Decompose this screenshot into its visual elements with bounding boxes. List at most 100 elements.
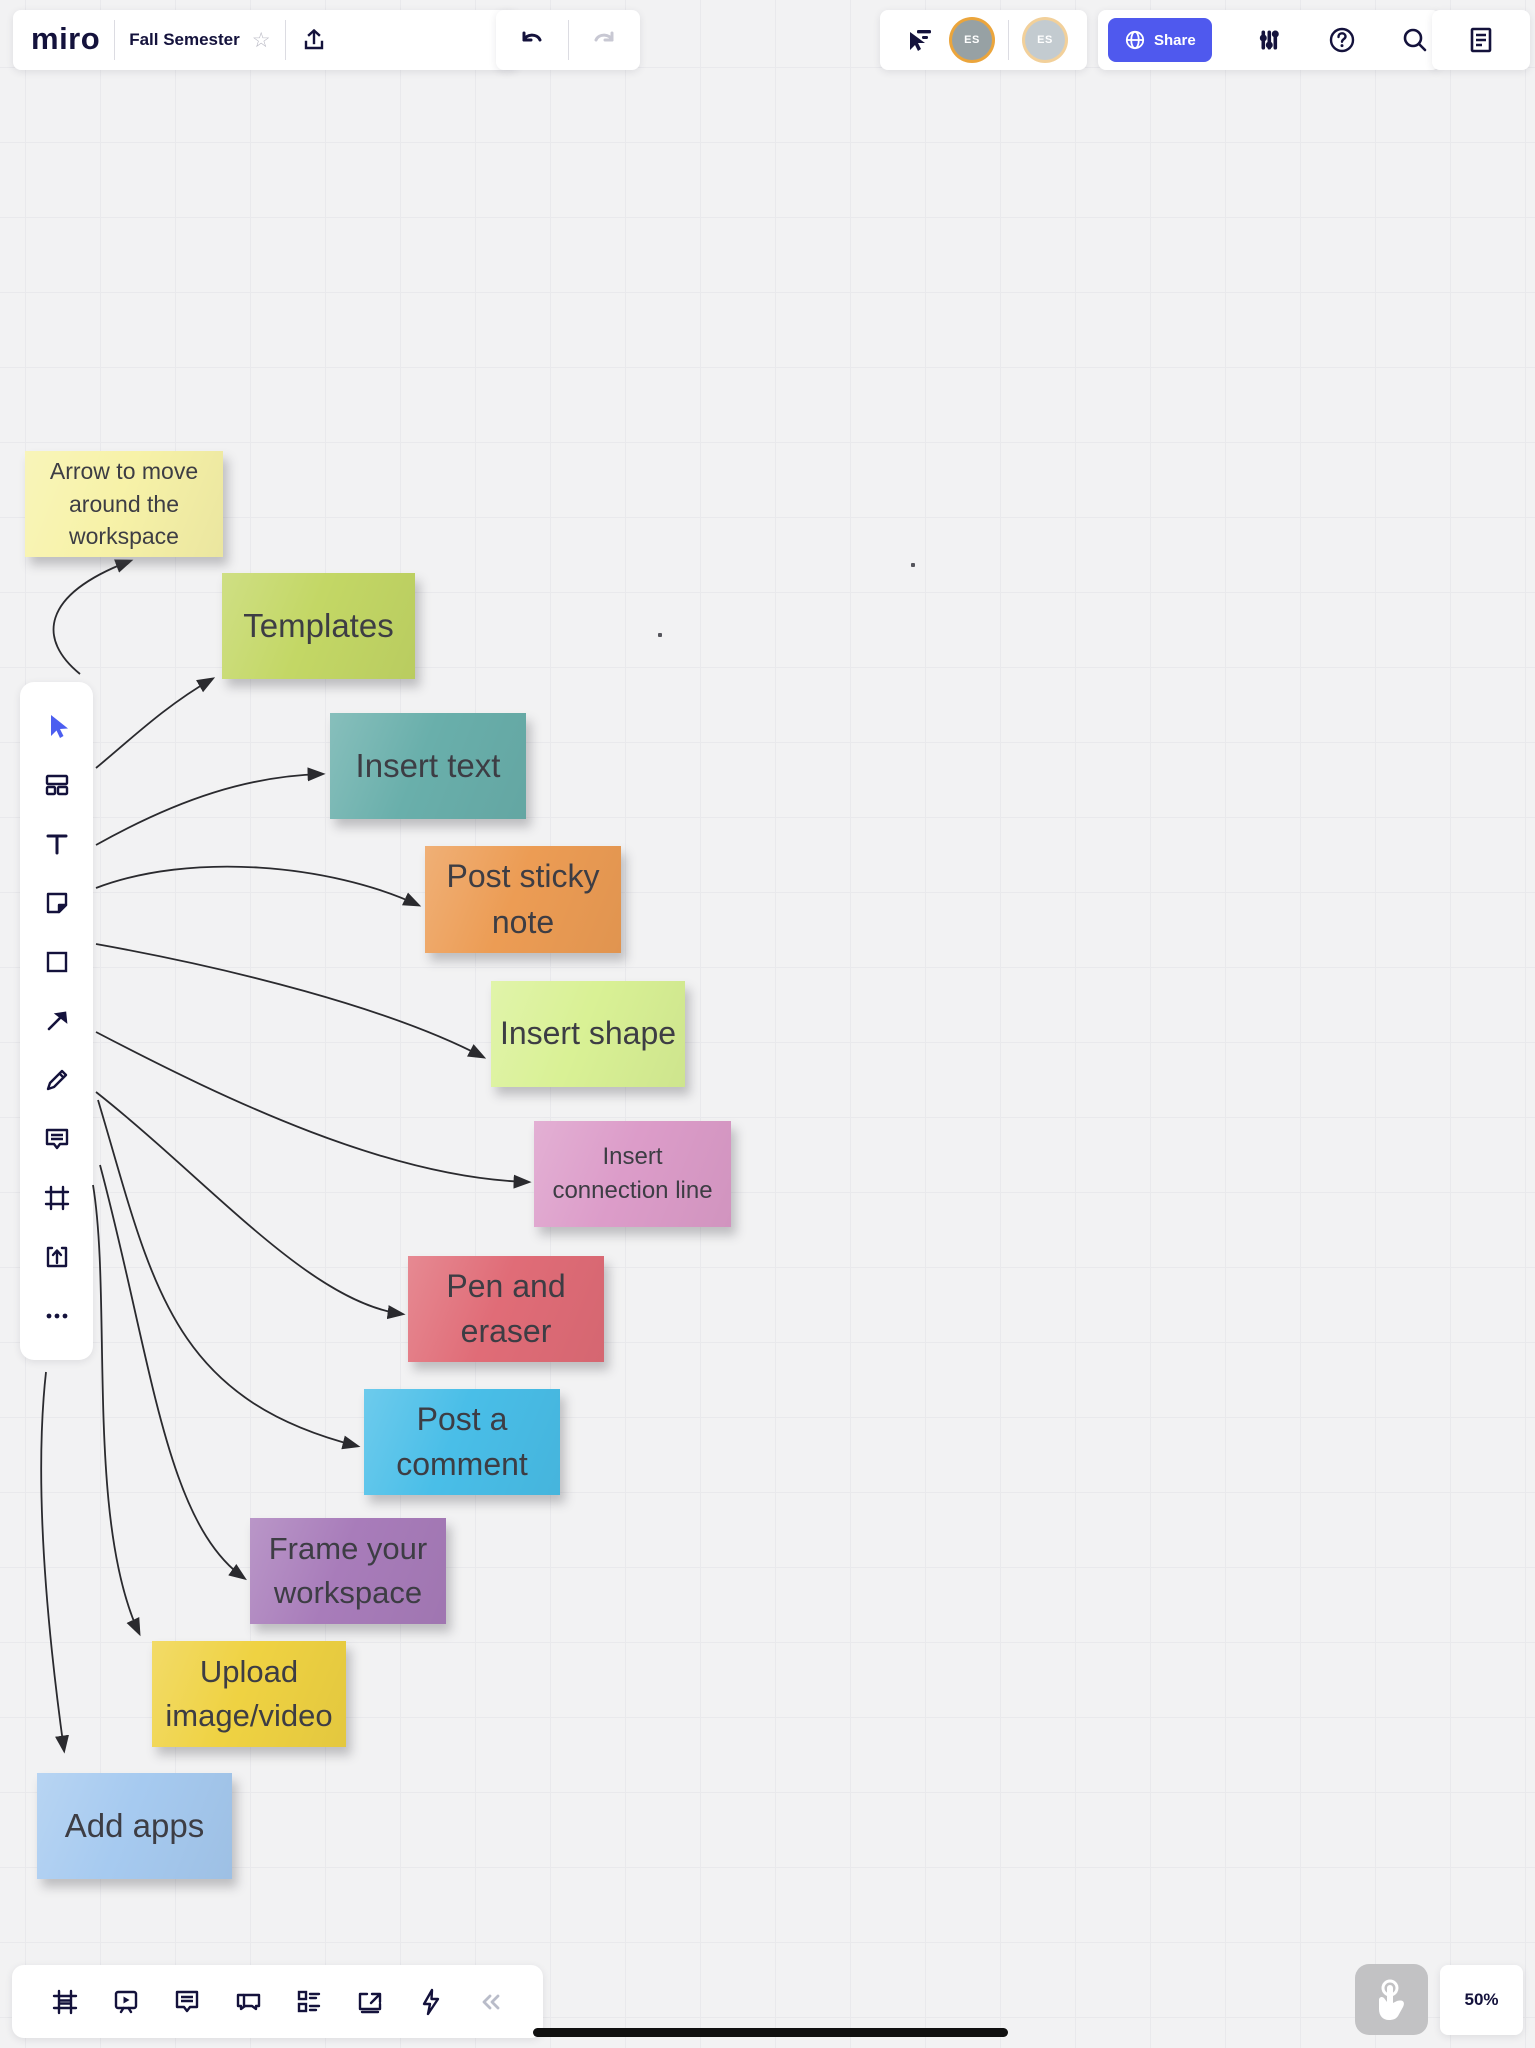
- connector-arrow-to-templates[interactable]: [95, 677, 216, 769]
- apps-power-button[interactable]: [415, 1986, 447, 2018]
- settings-button[interactable]: [1254, 25, 1284, 55]
- frame-icon: [42, 1183, 72, 1213]
- comment-list-icon: [171, 1986, 203, 2018]
- frame-tool[interactable]: [34, 1175, 80, 1221]
- horizontal-scrollbar[interactable]: [533, 2028, 1008, 2037]
- presentation-button[interactable]: [110, 1986, 142, 2018]
- collapse-toolbar-button[interactable]: [476, 1987, 506, 2017]
- search-icon: [1400, 25, 1430, 55]
- sticky-note-text: Templates: [243, 606, 394, 644]
- upload-tool[interactable]: [34, 1234, 80, 1280]
- sticky-note-tool[interactable]: [34, 880, 80, 926]
- canvas-speck: [658, 633, 662, 637]
- notes-doc-button[interactable]: [1466, 25, 1496, 55]
- connector-arrow-to-upload-image-video[interactable]: [92, 1184, 141, 1637]
- globe-icon: [1124, 29, 1146, 51]
- search-button[interactable]: [1400, 25, 1430, 55]
- sticky-note-insert-shape[interactable]: Insert shape: [491, 981, 685, 1087]
- sticky-note-post-sticky-note[interactable]: Post sticky note: [425, 846, 621, 953]
- sticky-note-templates[interactable]: Templates: [222, 573, 415, 679]
- export-icon: [300, 26, 328, 54]
- connector-arrow-to-insert-connection-line[interactable]: [95, 1031, 532, 1189]
- export-board-button[interactable]: [354, 1986, 386, 2018]
- board-actions-toolbar: [12, 1965, 543, 2038]
- sticky-note-add-apps[interactable]: Add apps: [37, 1773, 232, 1879]
- comment-tool[interactable]: [34, 1116, 80, 1162]
- pen-icon: [42, 1065, 72, 1095]
- sticky-note-text: Frame your workspace: [268, 1530, 428, 1610]
- divider: [114, 20, 116, 60]
- notes-doc-icon: [1466, 25, 1496, 55]
- connector-arrow-to-post-a-comment[interactable]: [97, 1099, 361, 1450]
- sticky-note-text: Arrow to move around the workspace: [49, 458, 199, 550]
- select-tool[interactable]: [34, 703, 80, 749]
- divider: [284, 20, 286, 60]
- connector-arrow-to-pen-and-eraser[interactable]: [95, 1091, 406, 1320]
- templates-tool[interactable]: [34, 762, 80, 808]
- connector-arrow-to-insert-shape[interactable]: [95, 943, 487, 1059]
- cursor-icon: [42, 711, 72, 741]
- sticky-note-text: Post sticky note: [446, 858, 600, 940]
- undo-button[interactable]: [517, 25, 547, 55]
- sticky-note-frame-your-workspace[interactable]: Frame your workspace: [250, 1518, 446, 1624]
- star-icon[interactable]: ☆: [251, 28, 271, 52]
- share-button[interactable]: Share: [1108, 18, 1212, 62]
- shape-tool[interactable]: [34, 939, 80, 985]
- zoom-level[interactable]: 50%: [1464, 1990, 1499, 2009]
- sticky-note-text: Post a comment: [396, 1400, 528, 1482]
- connector-arrow-to-arrow-move[interactable]: [52, 559, 134, 675]
- help-button[interactable]: [1327, 25, 1357, 55]
- zoom-indicator-card: 50%: [1440, 1965, 1523, 2035]
- connector-arrow-to-insert-text[interactable]: [95, 767, 326, 846]
- canvas-speck: [911, 563, 915, 567]
- creation-toolbar: [20, 682, 93, 1360]
- connector-arrow-to-frame-your-workspace[interactable]: [99, 1164, 247, 1581]
- text-tool[interactable]: [34, 821, 80, 867]
- history-card: [496, 10, 640, 70]
- board-comments-button[interactable]: [171, 1986, 203, 2018]
- pen-tool[interactable]: [34, 1057, 80, 1103]
- more-tools[interactable]: [34, 1293, 80, 1339]
- sticky-note-text: Upload image/video: [165, 1653, 333, 1733]
- settings-sliders-icon: [1254, 25, 1284, 55]
- connector-arrow-to-add-apps[interactable]: [40, 1371, 69, 1754]
- sticky-note-text: Insert shape: [499, 1015, 677, 1052]
- collaborators-card: ES ES: [880, 10, 1087, 70]
- screen-share-icon: [354, 1986, 386, 2018]
- sticky-note-post-a-comment[interactable]: Post a comment: [364, 1389, 560, 1495]
- miro-logo[interactable]: miro: [31, 20, 101, 56]
- sticky-note-arrow-move[interactable]: Arrow to move around the workspace: [25, 451, 223, 557]
- divider: [567, 20, 569, 60]
- sticky-note-upload-image-video[interactable]: Upload image/video: [152, 1641, 346, 1747]
- export-button[interactable]: [300, 26, 328, 54]
- chat-button[interactable]: [232, 1986, 264, 2018]
- collaborator-cursors-toggle[interactable]: [902, 24, 936, 56]
- board-header-card: miro Fall Semester ☆: [13, 10, 518, 70]
- redo-button[interactable]: [589, 25, 619, 55]
- presentation-icon: [110, 1986, 142, 2018]
- avatar[interactable]: ES: [1025, 20, 1065, 60]
- comment-icon: [42, 1124, 72, 1154]
- connector-arrow-to-post-sticky-note[interactable]: [95, 865, 422, 907]
- chevrons-left-icon: [476, 1987, 506, 2017]
- touch-hand-icon: [1370, 1976, 1414, 2024]
- notes-panel-card: [1432, 10, 1530, 70]
- sticky-note-text: Insert text: [355, 746, 501, 784]
- cards-icon: [293, 1986, 325, 2018]
- chat-icon: [232, 1986, 264, 2018]
- connection-line-tool[interactable]: [34, 998, 80, 1044]
- board-title[interactable]: Fall Semester: [129, 30, 240, 49]
- share-label: Share: [1154, 31, 1196, 49]
- help-icon: [1327, 25, 1357, 55]
- touch-mode-button[interactable]: [1355, 1964, 1428, 2035]
- ellipsis-icon: [42, 1301, 72, 1331]
- sticky-note-pen-and-eraser[interactable]: Pen and eraser: [408, 1256, 604, 1362]
- arrow-icon: [42, 1006, 72, 1036]
- sticky-note-insert-text[interactable]: Insert text: [330, 713, 526, 819]
- sticky-note-insert-connection-line[interactable]: Insert connection line: [534, 1121, 731, 1227]
- cards-button[interactable]: [293, 1986, 325, 2018]
- avatar[interactable]: ES: [952, 20, 992, 60]
- upload-icon: [42, 1242, 72, 1272]
- frames-panel-button[interactable]: [49, 1986, 81, 2018]
